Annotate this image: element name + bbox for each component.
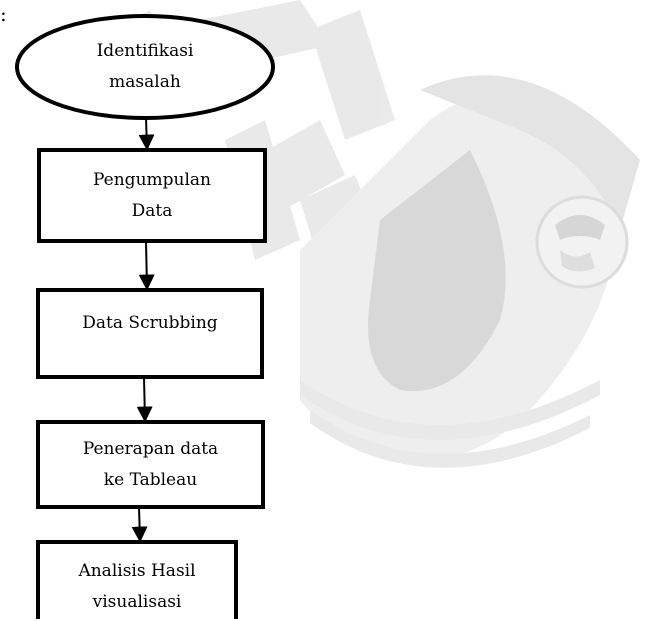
node-analisis-label: Analisis Hasil visualisasi [78,561,196,612]
node-identifikasi-label: Identifikasi masalah [96,41,194,92]
stray-colon: : [0,2,7,26]
node-analisis-shape [36,540,238,619]
edge-identifikasi-pengumpulan [138,117,155,151]
node-penerapan-label: Penerapan data ke Tableau [82,439,219,490]
edge-scrubbing-penerapan [136,376,153,423]
node-identifikasi-shape [15,14,275,120]
edge-pengumpulan-scrubbing [138,240,155,291]
edge-penerapan-analisis [131,506,148,543]
node-pengumpulan-label: Pengumpulan Data [93,170,211,221]
node-scrubbing-label: Data Scrubbing [82,312,218,333]
